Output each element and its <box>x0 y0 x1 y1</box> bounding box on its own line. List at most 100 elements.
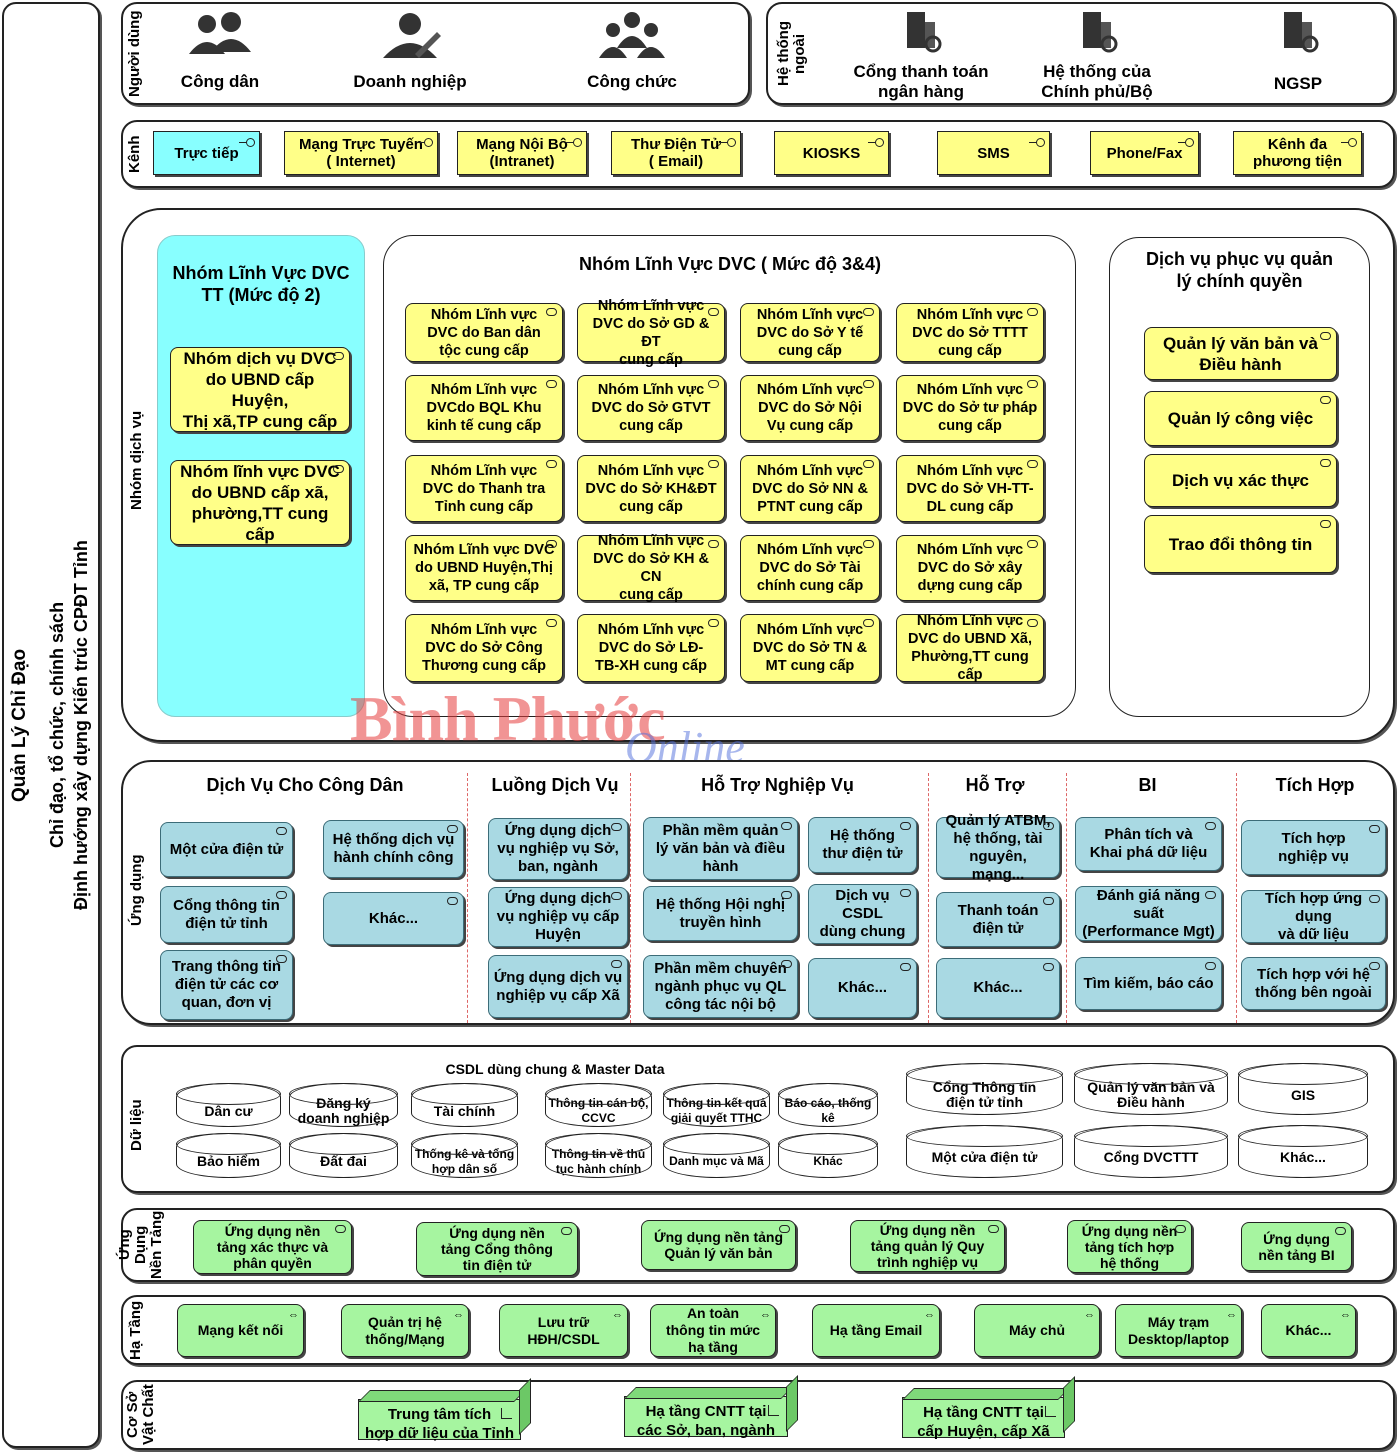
application-item[interactable]: Hệ thống thư điện tử <box>808 817 917 873</box>
channel-item[interactable]: Thư Điện Tử ( Email) <box>611 131 741 175</box>
application-item[interactable]: Khác... <box>936 958 1060 1018</box>
application-item[interactable]: Phần mềm quản lý văn bản và điều hành <box>643 817 798 880</box>
application-item[interactable]: Trang thông tin điện tử các cơ quan, đơn… <box>160 950 293 1020</box>
infrastructure-item[interactable]: Hạ tầng Email⇔ <box>812 1304 940 1357</box>
box-label: Ứng dụng dịch vụ nghiệp vụ cấp Huyện <box>496 890 620 943</box>
service-group-item[interactable]: Nhóm Lĩnh vực DVC do UBND Xã, Phường,TT … <box>896 613 1044 683</box>
channel-item[interactable]: Phone/Fax <box>1090 131 1199 175</box>
gov-service-item[interactable]: Trao đổi thông tin <box>1144 515 1337 573</box>
gov-service-item[interactable]: Quản lý văn bản và Điều hành <box>1144 327 1337 380</box>
level2-item[interactable]: Nhóm dịch vụ DVC do UBND cấp Huyện, Thị … <box>170 347 350 432</box>
channel-item[interactable]: Mạng Trực Tuyến ( Internet) <box>284 131 438 175</box>
application-item[interactable]: Tích hợp nghiệp vụ <box>1241 820 1386 875</box>
database-item[interactable]: Danh mục và Mã <box>663 1133 770 1178</box>
application-item[interactable]: Tích hợp với hệ thống bên ngoài <box>1241 957 1386 1010</box>
gov-service-item[interactable]: Dịch vụ xác thực <box>1144 454 1337 507</box>
database-item[interactable]: Cổng DVCTTT <box>1074 1125 1228 1178</box>
level2-item[interactable]: Nhóm lĩnh vực DVC do UBND cấp xã, phường… <box>170 460 350 545</box>
service-group-item[interactable]: Nhóm Lĩnh vực DVC do Sở LĐ- TB-XH cung c… <box>577 614 725 682</box>
service-group-item[interactable]: Nhóm Lĩnh vực DVC do Sở TN & MT cung cấp <box>740 614 880 682</box>
service-group-item[interactable]: Nhóm Lĩnh vực DVC do Sở KH & CN cung cấp <box>577 533 725 603</box>
application-item[interactable]: Ứng dụng dịch vụ nghiệp vụ cấp Xã <box>488 955 628 1018</box>
database-item[interactable]: Thông tin về thủ tục hành chính <box>545 1133 652 1178</box>
application-item[interactable]: Tìm kiếm, báo cáo <box>1075 957 1222 1010</box>
application-item[interactable]: Ứng dụng dịch vụ nghiệp vụ Sở, ban, ngàn… <box>488 818 628 880</box>
platform-app-item[interactable]: Ứng dụng nền tảng xác thực và phân quyền <box>193 1220 352 1274</box>
application-item[interactable]: Khác... <box>323 892 464 945</box>
database-item[interactable]: Báo cáo, thống kê <box>778 1083 878 1127</box>
application-item[interactable]: Hệ thống Hội nghị truyền hình <box>643 886 798 941</box>
facility-item[interactable]: Hạ tầng CNTT tại các Sở, ban, ngành <box>624 1396 788 1439</box>
application-item[interactable]: Phần mềm chuyên ngành phục vụ QL công tá… <box>643 955 798 1018</box>
database-item[interactable]: Thông tin cán bộ, CCVC <box>545 1083 652 1127</box>
database-item[interactable]: Tài chính <box>411 1083 518 1127</box>
service-group-item[interactable]: Nhóm Lĩnh vực DVC do Sở GTVT cung cấp <box>577 375 725 441</box>
service-group-item[interactable]: Nhóm Lĩnh vực DVC do Sở NN & PTNT cung c… <box>740 455 880 522</box>
infrastructure-item[interactable]: Quản trị hệ thống/Mạng⇔ <box>341 1304 469 1357</box>
infrastructure-item[interactable]: Máy trạm Desktop/laptop⇔ <box>1115 1304 1242 1357</box>
infrastructure-item[interactable]: Mạng kết nối⇔ <box>177 1304 304 1357</box>
service-group-item[interactable]: Nhóm Lĩnh vực DVC do UBND Huyện,Thị xã, … <box>405 535 563 601</box>
facility-item[interactable]: Trung tâm tích hợp dữ liệu của Tỉnh <box>358 1399 521 1442</box>
service-group-item[interactable]: Nhóm Lĩnh vực DVC do Sở Y tế cung cấp <box>740 303 880 362</box>
service-group-item[interactable]: Nhóm Lĩnh vực DVC do Thanh tra Tỉnh cung… <box>405 455 563 522</box>
service-icon <box>863 619 874 627</box>
facility-item[interactable]: Hạ tầng CNTT tại cấp Huyện, cấp Xã <box>902 1397 1065 1440</box>
database-item[interactable]: Đăng ký doanh nghiệp <box>289 1083 398 1127</box>
platform-app-item[interactable]: Ứng dụng nền tảng Quản lý văn bản <box>641 1220 796 1270</box>
application-item[interactable]: Hệ thống dịch vụ hành chính công <box>323 820 464 878</box>
channel-item[interactable]: Kênh đa phương tiện <box>1233 131 1362 175</box>
database-item[interactable]: Quản lý văn bản và Điều hành <box>1074 1063 1228 1115</box>
box-label: KIOSKS <box>802 144 861 162</box>
service-group-item[interactable]: Nhóm Lĩnh vực DVC do Sở KH&ĐT cung cấp <box>577 455 725 522</box>
platform-app-item[interactable]: Ứng dụng nền tảng tích hợp hệ thống <box>1067 1220 1192 1273</box>
database-item[interactable]: Đất đai <box>289 1133 398 1178</box>
platform-app-item[interactable]: Ứng dụng nền tảng BI <box>1241 1222 1352 1271</box>
interface-icon <box>566 138 582 147</box>
database-item[interactable]: Thông tin kết quả giải quyết TTHC <box>663 1083 770 1127</box>
service-group-item[interactable]: Nhóm Lĩnh vực DVCdo BQL Khu kinh tế cung… <box>405 375 563 441</box>
service-group-item[interactable]: Nhóm Lĩnh vực DVC do Sở tư pháp cung cấp <box>896 375 1044 441</box>
application-item[interactable]: Dịch vụ CSDL dùng chung <box>808 884 917 944</box>
application-item[interactable]: Tích hợp ứng dụng và dữ liệu <box>1241 890 1386 943</box>
application-item[interactable]: Phân tích và Khai phá dữ liệu <box>1075 817 1222 871</box>
service-group-item[interactable]: Nhóm Lĩnh vực DVC do Sở TTTT cung cấp <box>896 303 1044 362</box>
level34-title: Nhóm Lĩnh Vực DVC ( Mức độ 3&4) <box>578 254 882 274</box>
database-item[interactable]: GIS <box>1238 1063 1368 1115</box>
platform-app-item[interactable]: Ứng dụng nền tảng quản lý Quy trình nghi… <box>850 1220 1005 1272</box>
service-group-item[interactable]: Nhóm Lĩnh vực DVC do Sở Nội Vụ cung cấp <box>740 375 880 441</box>
database-item[interactable]: Cổng Thông tin điện tử tỉnh <box>906 1063 1063 1115</box>
service-group-item[interactable]: Nhóm Lĩnh vực DVC do Sở GD & ĐT cung cấp <box>577 298 725 368</box>
channel-item[interactable]: Trực tiếp <box>153 131 260 175</box>
service-group-item[interactable]: Nhóm Lĩnh vực DVC do Sở Tài chính cung c… <box>740 535 880 601</box>
infrastructure-item[interactable]: Khác...⇔ <box>1261 1304 1356 1357</box>
channel-item[interactable]: KIOSKS <box>774 131 889 175</box>
service-group-item[interactable]: Nhóm Lĩnh vực DVC do Sở VH-TT- DL cung c… <box>896 455 1044 522</box>
gov-service-item[interactable]: Quản lý công việc <box>1144 391 1337 446</box>
application-item[interactable]: Thanh toán điện tử <box>936 892 1060 947</box>
service-group-item[interactable]: Nhóm Lĩnh vực DVC do Sở Công Thương cung… <box>405 614 563 682</box>
application-item[interactable]: Một cửa điện tử <box>160 822 293 877</box>
box-label: Nhóm Lĩnh vực DVC do UBND Xã, Phường,TT … <box>907 613 1033 683</box>
application-item[interactable]: Khác... <box>808 958 917 1018</box>
application-item[interactable]: Đánh giá năng suất (Performance Mgt) <box>1075 886 1222 941</box>
service-group-item[interactable]: Nhóm Lĩnh vực DVC do Sở xây dựng cung cấ… <box>896 535 1044 601</box>
application-item[interactable]: Quản lý ATBM, hệ thống, tài nguyên, mạng… <box>936 812 1060 883</box>
application-item[interactable]: Ứng dụng dịch vụ nghiệp vụ cấp Huyện <box>488 887 628 947</box>
platform-app-item[interactable]: Ứng dụng nền tảng Cổng thông tin điện tử <box>416 1222 578 1276</box>
channel-item[interactable]: Mạng Nội Bộ (Intranet) <box>457 131 587 175</box>
database-item[interactable]: Khác... <box>1238 1125 1368 1178</box>
service-group-item[interactable]: Nhóm Lĩnh vực DVC do Ban dân tộc cung cấ… <box>405 303 563 362</box>
database-item[interactable]: Dân cư <box>176 1083 281 1127</box>
application-item[interactable]: Cổng thông tin điện tử tỉnh <box>160 886 293 943</box>
infrastructure-item[interactable]: An toàn thông tin mức hạ tầng⇔ <box>650 1304 776 1357</box>
level2-title: Nhóm Lĩnh Vực DVC TT (Mức độ 2) <box>172 263 350 305</box>
box-label: Hệ thống thư điện tử <box>822 827 903 862</box>
database-item[interactable]: Thống kê và tổng hợp dân số <box>411 1133 518 1178</box>
database-item[interactable]: Bảo hiểm <box>176 1133 281 1178</box>
database-item[interactable]: Khác <box>778 1133 878 1178</box>
infrastructure-item[interactable]: Máy chủ⇔ <box>974 1304 1100 1357</box>
database-item[interactable]: Một cửa điện tử <box>906 1125 1063 1178</box>
channel-item[interactable]: SMS <box>937 131 1050 175</box>
infrastructure-item[interactable]: Lưu trữ HĐH/CSDL⇔ <box>499 1304 628 1357</box>
